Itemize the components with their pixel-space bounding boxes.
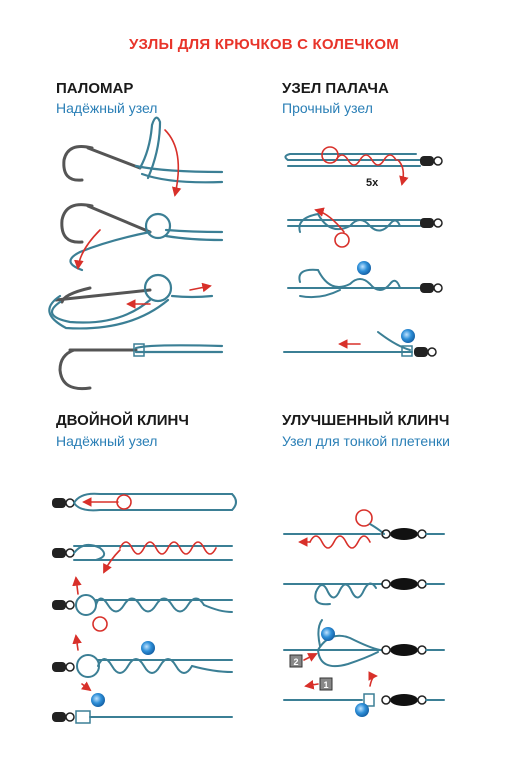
hangman-title: УЗЕЛ ПАЛАЧА [282, 80, 389, 97]
improved-clinch-step-4 [283, 671, 445, 717]
palomar-subtitle: Надёжный узел [56, 100, 158, 116]
palomar-title: ПАЛОМАР [56, 80, 134, 97]
improved-clinch-diagram: 2 1 [283, 509, 445, 717]
improved-clinch-step-2 [283, 578, 445, 606]
bead-icon [321, 627, 335, 641]
hangman-diagram: 5х [283, 146, 443, 357]
bead-icon [91, 693, 105, 707]
hangman-step-4 [283, 329, 437, 357]
step-label-2: 2 [293, 657, 298, 667]
palomar-step-1 [62, 116, 224, 197]
page-title: УЗЛЫ ДЛЯ КРЮЧКОВ С КОЛЕЧКОМ [129, 36, 399, 53]
double-clinch-step-2 [52, 541, 233, 574]
double-clinch-title: ДВОЙНОЙ КЛИНЧ [56, 412, 189, 429]
bead-icon [141, 641, 155, 655]
hangman-step-1: 5х [284, 146, 443, 189]
palomar-step-3 [48, 273, 214, 330]
improved-clinch-step-1 [283, 509, 445, 549]
bead-icon [355, 703, 369, 717]
wraps-label: 5х [366, 177, 379, 189]
palomar-diagram [48, 116, 224, 391]
improved-clinch-subtitle: Узел для тонкой плетенки [282, 433, 450, 449]
palomar-step-2 [60, 203, 224, 272]
double-clinch-step-3 [52, 576, 233, 632]
double-clinch-subtitle: Надёжный узел [56, 433, 158, 449]
improved-clinch-title: УЛУЧШЕННЫЙ КЛИНЧ [282, 412, 450, 429]
bead-icon [401, 329, 415, 343]
step-label-1: 1 [323, 680, 328, 690]
improved-clinch-step-3: 2 1 [283, 619, 445, 691]
bead-icon [357, 261, 371, 275]
double-clinch-diagram [52, 492, 237, 724]
hangman-subtitle: Прочный узел [282, 100, 373, 116]
hangman-step-2 [287, 207, 443, 248]
palomar-step-4 [58, 343, 224, 391]
double-clinch-step-5 [52, 693, 233, 724]
double-clinch-step-4 [52, 634, 233, 692]
double-clinch-step-1 [52, 492, 237, 512]
hangman-step-3 [287, 261, 443, 299]
